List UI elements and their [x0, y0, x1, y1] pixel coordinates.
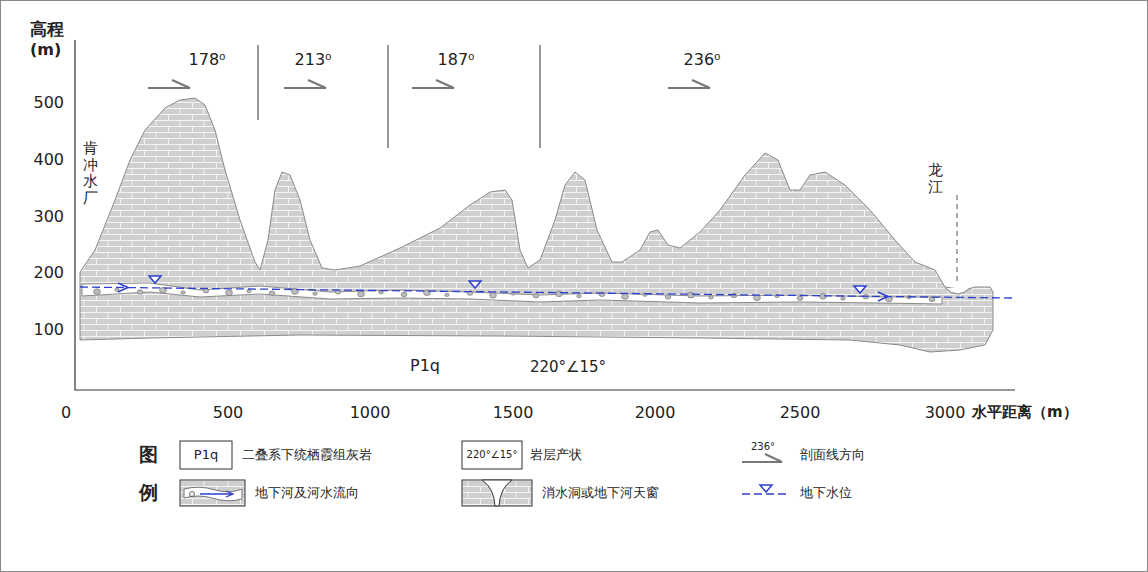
river-pebble	[731, 293, 737, 297]
river-pebble	[533, 294, 539, 298]
legend-flow-arrow	[200, 491, 233, 497]
river-pebble	[929, 297, 935, 301]
legend-text: 二叠系下统栖霞组灰岩	[242, 448, 372, 463]
legend-river-sample	[180, 480, 245, 506]
axis-unit: (m)	[30, 41, 61, 59]
direction-label: 213⁰	[295, 51, 332, 69]
flow-arrow	[118, 283, 888, 301]
river-pebbles	[94, 287, 935, 301]
tick-label: 100	[33, 321, 64, 339]
section-divider	[258, 45, 540, 148]
direction-label: 178⁰	[189, 51, 226, 69]
river-pebble	[841, 297, 845, 300]
river-pebble	[754, 295, 761, 301]
attitude-label: 220°∠15°	[530, 359, 606, 376]
legend-text: 剖面线方向	[800, 448, 865, 463]
legend-water-line	[742, 493, 790, 494]
river-pebble	[556, 291, 563, 297]
axis-title: 水平距离（m）	[972, 404, 1078, 421]
legend-heading: 例	[139, 482, 158, 504]
river-pebble	[665, 295, 671, 299]
river-pebble	[269, 291, 275, 295]
legend-sinkhole-sample	[482, 480, 512, 506]
axes	[75, 40, 1015, 390]
river-pebble	[401, 292, 407, 296]
legend-sample-text: 220°∠15°	[467, 449, 518, 461]
direction-label: 236⁰	[684, 51, 721, 69]
water-level-line	[80, 287, 1012, 298]
tick-label: 3000	[925, 404, 966, 422]
legend-direction-symbol	[742, 454, 782, 462]
tick-label: 400	[33, 151, 64, 169]
direction-symbol	[148, 80, 190, 88]
river-pebble	[688, 292, 695, 298]
river-pebble	[622, 294, 629, 300]
tick-label: 2500	[780, 404, 821, 422]
river-pebble	[358, 291, 365, 297]
legend-text: 地下水位	[800, 486, 852, 501]
tick-label: 200	[33, 264, 64, 282]
direction-symbol	[668, 80, 710, 88]
legend-pebble	[190, 492, 195, 497]
river-marker-line	[957, 195, 958, 282]
tick-label: 300	[33, 208, 64, 226]
river-pebble	[247, 289, 251, 292]
direction-label: 187⁰	[438, 51, 475, 69]
tick-label: 1000	[350, 404, 391, 422]
river-pebble	[490, 293, 497, 299]
river-pebble	[445, 293, 449, 296]
river-channel	[945, 288, 970, 294]
underground-river	[82, 283, 942, 304]
tick-label: 500	[213, 404, 244, 422]
legend-sinkhole-sample	[462, 480, 532, 506]
legend-water-symbol	[760, 485, 772, 492]
legend-text: 地下河及河水流向	[255, 486, 359, 501]
water-level-symbol	[854, 286, 866, 293]
stratum-label: P1q	[410, 357, 440, 375]
legend-river-sample	[184, 487, 242, 501]
legend-sample-box	[462, 441, 522, 469]
water-level-symbol	[149, 276, 866, 293]
tick-label: 500	[33, 94, 64, 112]
direction-symbol	[284, 80, 326, 88]
direction-symbol	[412, 80, 454, 88]
axis-title: 高程	[30, 20, 64, 40]
tick-label: 2000	[635, 404, 676, 422]
river-pebble	[181, 291, 185, 294]
limestone-body	[80, 98, 993, 352]
river-pebble	[577, 295, 581, 298]
tick-label: 1500	[493, 404, 534, 422]
legend-text: 消水洞或地下河天窗	[542, 486, 659, 501]
river-pebble	[94, 289, 101, 295]
river-pebble	[797, 296, 803, 300]
tick-label: 0	[61, 404, 71, 422]
river-pebble	[226, 290, 233, 296]
river-pebble	[709, 296, 713, 299]
legend-sample-text: 236°	[751, 441, 775, 453]
place-name: 肯冲水厂	[83, 140, 98, 206]
legend-text: 岩层产状	[530, 448, 582, 463]
legend-heading: 图	[139, 444, 158, 466]
river-pebble	[137, 290, 143, 294]
direction-symbol	[148, 80, 710, 88]
legend-sample-box	[180, 441, 232, 469]
place-name: 龙江	[928, 162, 943, 195]
legend-sample-text: P1q	[194, 448, 218, 463]
water-level-symbol	[149, 276, 161, 283]
river-pebble	[313, 292, 317, 295]
water-level-symbol	[469, 281, 481, 288]
